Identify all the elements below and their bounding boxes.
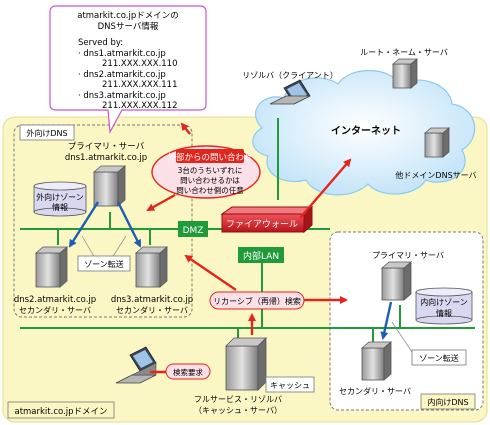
internal-lan-badge [238, 247, 284, 263]
firewall: ファイアウォール [220, 205, 314, 234]
full-service-label: （キャッシュ・サーバ） [194, 406, 282, 415]
callout-host: · dns3.atmarkit.co.jp [78, 91, 166, 101]
dns2-role: セカンダリ・サーバ [19, 305, 91, 315]
internal-zone-transfer-badge [411, 349, 467, 366]
server-icon [423, 127, 451, 158]
dmz-badge [178, 221, 208, 237]
other-domain-dns-label: 他ドメインDNSサーバ [395, 170, 476, 180]
external-dns-badge [19, 124, 75, 141]
callout-line1: atmarkit.co.jpドメインの [77, 11, 179, 21]
resolver-client-label: リゾルバ（クライアント） [242, 71, 338, 80]
internal-primary-label: プライマリ・サーバ [372, 251, 444, 260]
search-request-label: 検索要求 [173, 367, 203, 377]
firewall-label: ファイアウォール [226, 219, 298, 230]
server-icon [134, 246, 169, 288]
internal-dns-badge [420, 393, 476, 410]
server-icon [360, 341, 393, 381]
inquiry-text: 問い合わせ側の任意 [176, 185, 244, 195]
server-icon [34, 246, 69, 288]
external-zone-label: 外向けゾーン [36, 192, 84, 202]
external-primary-host: dns1.atmarkit.co.jp [65, 153, 147, 163]
internal-zone-label: 内向けゾーン [420, 297, 468, 307]
dns2-host: dns2.atmarkit.co.jp [14, 295, 96, 305]
internal-zone-label: 情報 [436, 308, 452, 318]
internal-secondary-label: セカンダリ・サーバ [339, 386, 411, 396]
domain-badge [7, 401, 115, 419]
external-dns-label: 外向けDNS [26, 128, 67, 138]
external-inquiry-bubble [151, 145, 261, 199]
zone-transfer-badge [77, 255, 131, 272]
database-icon [415, 287, 473, 325]
inquiry-text: 問い合わせるかは [180, 175, 240, 185]
cache-badge [265, 376, 315, 393]
zone-transfer-pointers [81, 235, 413, 353]
server-icon [92, 165, 127, 207]
server-icon [391, 58, 419, 89]
internal-dns-label: 内向けDNS [427, 397, 468, 407]
callout-host: · dns2.atmarkit.co.jp [78, 70, 166, 80]
internet-label: インターネット [331, 125, 401, 137]
database-icon [33, 181, 87, 217]
recursive-search-label: リカーシブ（再帰）検索 [213, 296, 301, 306]
internal-lan-label: 内部LAN [243, 250, 279, 262]
cache-label: キャッシュ [270, 381, 310, 390]
search-request-pill [165, 363, 211, 380]
root-server-label: ルート・ネーム・サーバ [360, 48, 448, 57]
server-icon [380, 261, 413, 301]
callout-host: · dns1.atmarkit.co.jp [78, 49, 166, 59]
inquiry-text: 3台のうちいずれに [178, 165, 243, 175]
internet-cloud [252, 69, 476, 196]
external-zone-label: 情報 [52, 202, 68, 212]
dmz-label: DMZ [183, 226, 204, 236]
laptop-icon [115, 346, 157, 384]
zone-transfer-label: ゾーン転送 [84, 259, 124, 269]
dns3-role: セカンダリ・サーバ [116, 305, 188, 315]
dns-info-callout: atmarkit.co.jpドメインの DNSサーバ情報 Served by: … [49, 5, 207, 135]
server-icon [225, 337, 267, 391]
callout-ip: 211.XXX.XXX.111 [102, 80, 178, 90]
inquiry-title: 外部からの問い合わせ [167, 152, 252, 163]
full-service-label: フルサービス・リゾルバ [194, 395, 282, 404]
dns3-host: dns3.atmarkit.co.jp [111, 295, 193, 305]
callout-ip: 211.XXX.XXX.110 [102, 59, 178, 69]
internal-zone-transfer-label: ゾーン転送 [419, 353, 459, 363]
callout-ip: 211.XXX.XXX.112 [102, 101, 178, 111]
zone-transfer-arrows [68, 201, 393, 340]
callout-line2: DNSサーバ情報 [98, 21, 159, 32]
query-arrows [146, 122, 352, 376]
laptop-icon [269, 79, 311, 105]
callout-served-by: Served by: [78, 38, 123, 48]
external-primary-label: プライマリ・サーバ [68, 142, 145, 152]
recursive-search-pill [209, 291, 305, 310]
domain-label: atmarkit.co.jpドメイン [14, 407, 107, 417]
